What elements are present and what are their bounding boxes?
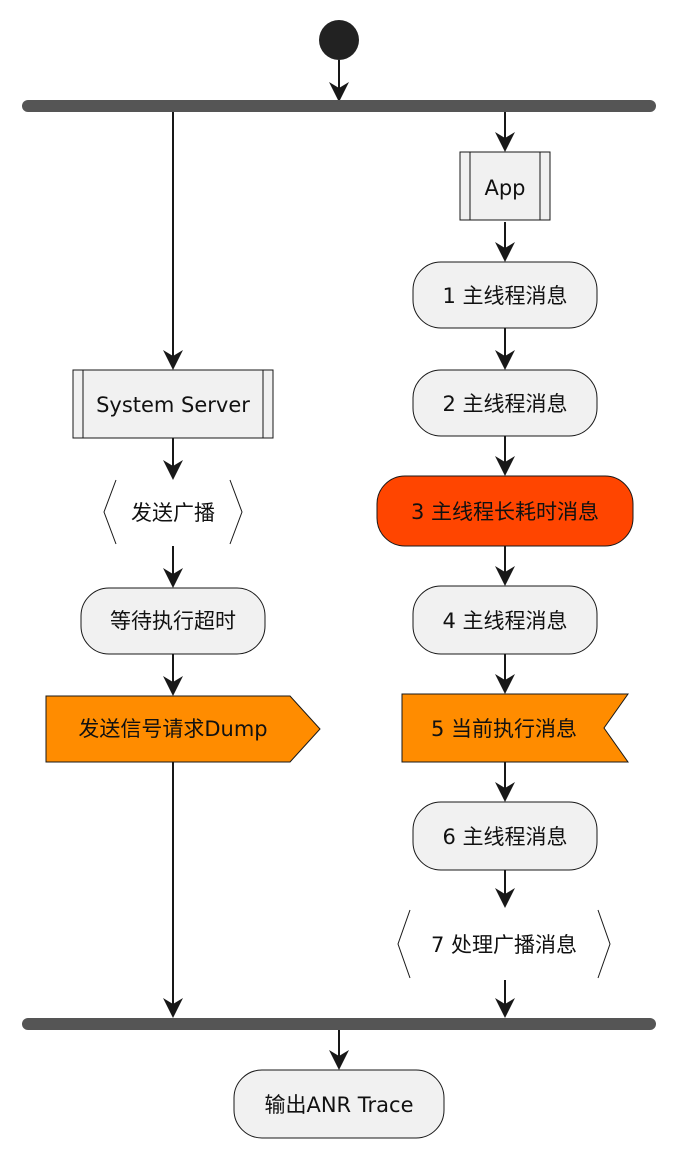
node-output: 输出ANR Trace [233,1069,445,1139]
node-msg4-label: 4 主线程消息 [442,609,567,633]
node-msg5-label: 5 当前执行消息 [431,717,577,741]
node-wait-timeout-label: 等待执行超时 [110,609,236,633]
arrow-heads [163,82,515,1070]
node-system-server: System Server [72,369,274,439]
node-output-label: 输出ANR Trace [264,1093,413,1117]
node-app-label: App [484,176,525,200]
fork-bar [22,100,656,112]
node-msg2: 2 主线程消息 [412,369,598,437]
node-msg2-label: 2 主线程消息 [442,392,567,416]
node-msg6-label: 6 主线程消息 [442,825,567,849]
edges [172,60,506,1064]
node-send-broadcast: 发送广播 [103,479,243,545]
node-system-server-label: System Server [96,393,250,417]
join-bar [22,1018,656,1030]
node-msg5: 5 当前执行消息 [401,693,629,763]
node-msg7: 7 处理广播消息 [397,909,611,979]
node-msg1-label: 1 主线程消息 [442,284,567,308]
start-node [319,20,359,60]
node-msg3: 3 主线程长耗时消息 [376,475,634,547]
node-wait-timeout: 等待执行超时 [80,587,266,655]
node-msg6: 6 主线程消息 [412,801,598,871]
node-msg3-label: 3 主线程长耗时消息 [411,500,599,524]
node-send-signal-label: 发送信号请求Dump [78,717,267,741]
node-send-broadcast-label: 发送广播 [131,501,215,525]
node-msg1: 1 主线程消息 [412,261,598,329]
node-app: App [459,151,551,221]
node-msg7-label: 7 处理广播消息 [431,933,577,957]
node-msg4: 4 主线程消息 [412,585,598,655]
node-send-signal: 发送信号请求Dump [45,695,321,763]
